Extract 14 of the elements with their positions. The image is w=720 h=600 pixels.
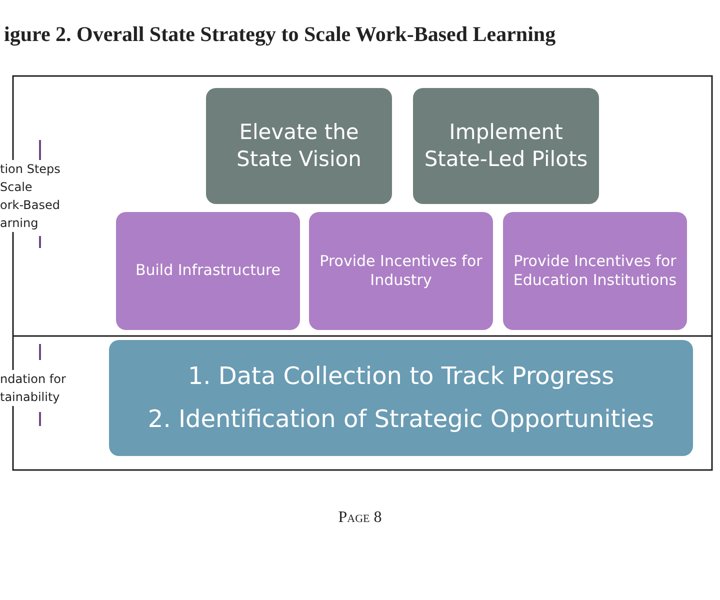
box-text: Provide Incentives for Industry (319, 252, 483, 290)
action-box (309, 212, 493, 330)
box-text: 1. Data Collection to Track Progress (188, 360, 614, 392)
figure-title: igure 2. Overall State Strategy to Scale Work-Based Learning (3, 22, 557, 47)
action-box (116, 212, 300, 330)
strategy-box (413, 88, 599, 204)
box-text: Provide Incentives for Education Institutions (513, 252, 677, 290)
strategy-box (206, 88, 392, 204)
foundation-box (109, 340, 693, 456)
box-text: 2. Identification of Strategic Opportunities (148, 404, 654, 435)
box-text: Implement State-Led Pilots (423, 118, 589, 173)
box-text: Build Infrastructure (135, 261, 281, 281)
box-text: Elevate the State Vision (236, 118, 362, 173)
action-box (503, 212, 687, 330)
